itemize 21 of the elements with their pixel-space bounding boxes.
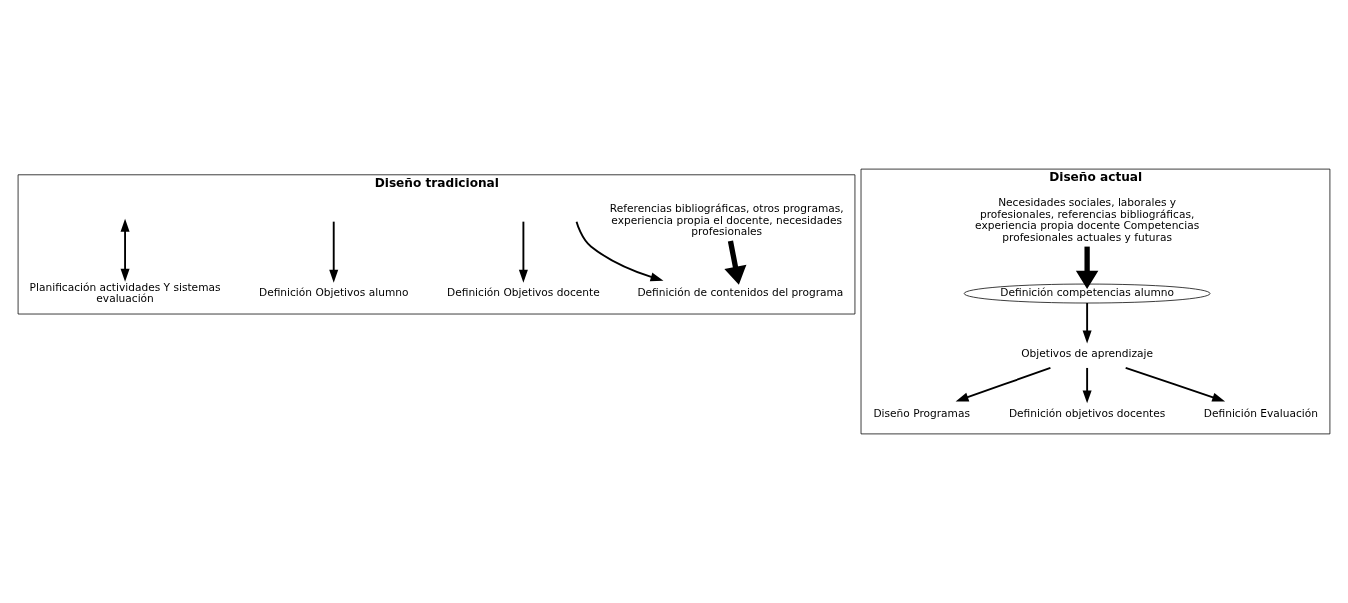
arrow: [724, 240, 747, 285]
node-text: Necesidades sociales, laborales y profesionales, referencias bibliográficas, experiencia propia docente Competencias profesionales actuales y futuras: [975, 196, 1200, 244]
arrow: [1075, 246, 1099, 289]
arrow: [1124, 367, 1226, 402]
node-ellipse: Definición competencias alumno: [963, 283, 1211, 304]
arrow: [120, 218, 130, 282]
arrow: [1082, 367, 1092, 404]
node-text: Objetivos de aprendizaje: [1021, 347, 1154, 361]
node-text: Diseño Programas: [873, 406, 970, 420]
node-text: Definición Objetivos alumno: [258, 286, 409, 300]
node-text: Definición Objetivos docente: [447, 286, 600, 300]
node-text: Definición objetivos docentes: [1008, 406, 1166, 420]
node-text: Definición de contenidos del programa: [637, 286, 844, 300]
node-text: Referencias bibliográficas, otros programas, experiencia propia el docente, necesidades profesionales: [609, 202, 844, 238]
arrow: [1082, 302, 1092, 344]
node-text: Definición Evaluación: [1203, 406, 1318, 420]
arrow: [955, 367, 1052, 402]
node-text: Planificación actividades Y sistemas evaluación: [29, 280, 221, 306]
arrow: [518, 220, 528, 283]
arrow: [575, 220, 664, 282]
arrow: [329, 220, 339, 283]
